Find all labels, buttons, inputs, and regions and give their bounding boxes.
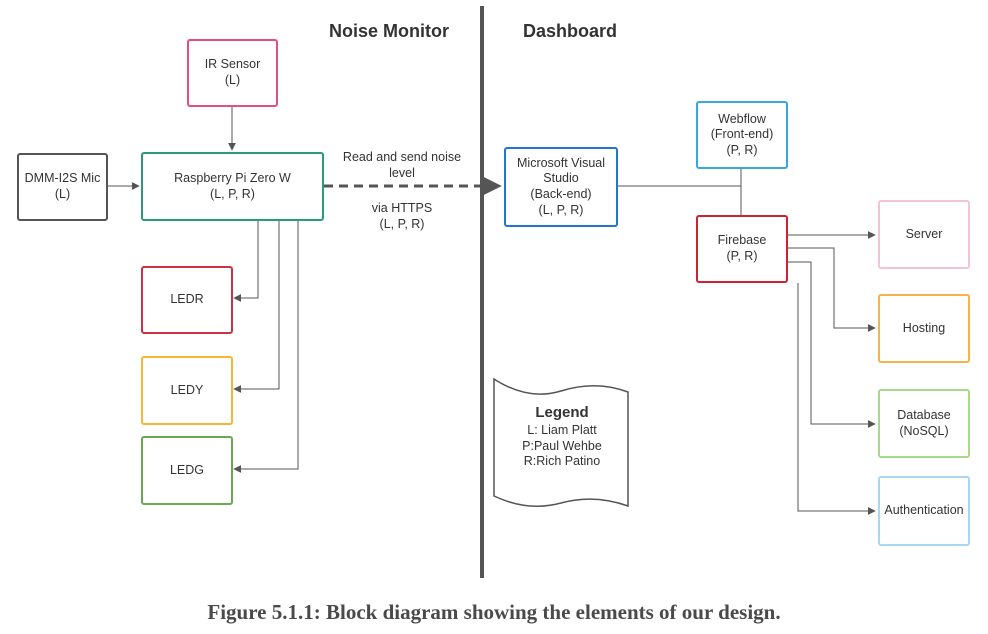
dashboard-heading: Dashboard — [523, 21, 618, 41]
database-box: Database (NoSQL) — [878, 389, 970, 458]
msvs-label: Microsoft Visual Studio (Back-end) — [517, 155, 605, 201]
ledy-box: LEDY — [141, 356, 233, 425]
ir-sensor-owner: (L) — [224, 73, 241, 87]
authentication-label: Authentication — [884, 503, 964, 518]
legend-title: Legend — [535, 404, 589, 421]
mic-label: DMM-I2S Mic — [24, 171, 101, 186]
pi-to-ledg-arrow — [233, 221, 299, 473]
connection-top-text: Read and send noise level — [342, 150, 462, 181]
legend-entry-r: R:Rich Patino — [523, 454, 601, 469]
mic-owner: (L) — [54, 187, 71, 201]
webflow-label: Webflow (Front-end) — [710, 111, 774, 142]
pi-to-ledr-arrow — [233, 221, 259, 302]
webflow-owner: (P, R) — [726, 142, 758, 157]
ir-sensor-box: IR Sensor (L) — [187, 39, 278, 107]
firebase-to-hosting-arrow — [788, 247, 876, 332]
hosting-box: Hosting — [878, 294, 970, 363]
legend-entry-l: L: Liam Platt — [527, 423, 597, 437]
firebase-to-authentication-arrow — [797, 283, 876, 515]
ledy-label: LEDY — [170, 382, 204, 397]
webflow-box: Webflow (Front-end) (P, R) — [696, 101, 788, 169]
mic-box: DMM-I2S Mic (L) — [17, 153, 108, 221]
raspberry-pi-label: Raspberry Pi Zero W — [174, 170, 291, 185]
legend: Legend L: Liam Platt P:Paul Wehbe R:Rich… — [496, 404, 628, 470]
legend-shape — [493, 377, 629, 508]
noise-monitor-heading: Noise Monitor — [329, 21, 449, 41]
ledr-box: LEDR — [141, 266, 233, 334]
connection-bottom-text: via HTTPS (L, P, R) — [371, 201, 433, 232]
msvs-owner: (L, P, R) — [538, 202, 584, 217]
firebase-to-database-arrow — [788, 261, 876, 428]
msvs-box: Microsoft Visual Studio (Back-end) (L, P… — [504, 147, 618, 227]
ledr-label: LEDR — [170, 292, 204, 307]
legend-entry-p: P:Paul Wehbe — [522, 438, 602, 453]
server-box: Server — [878, 200, 970, 269]
firebase-box: Firebase (P, R) — [696, 215, 788, 283]
raspberry-pi-owner: (L, P, R) — [210, 186, 255, 201]
firebase-owner: (P, R) — [726, 249, 758, 263]
database-label: Database (NoSQL) — [897, 407, 951, 438]
ir-sensor-label: IR Sensor — [204, 57, 261, 72]
hosting-label: Hosting — [902, 320, 946, 335]
server-label: Server — [905, 226, 943, 241]
ledg-label: LEDG — [169, 462, 205, 477]
figure-caption: Figure 5.1.1: Block diagram showing the … — [207, 600, 781, 624]
ledg-box: LEDG — [141, 436, 233, 505]
raspberry-pi-box: Raspberry Pi Zero W (L, P, R) — [141, 152, 324, 221]
authentication-box: Authentication — [878, 476, 970, 546]
pi-to-ledy-arrow — [233, 221, 280, 393]
firebase-label: Firebase — [717, 233, 767, 248]
